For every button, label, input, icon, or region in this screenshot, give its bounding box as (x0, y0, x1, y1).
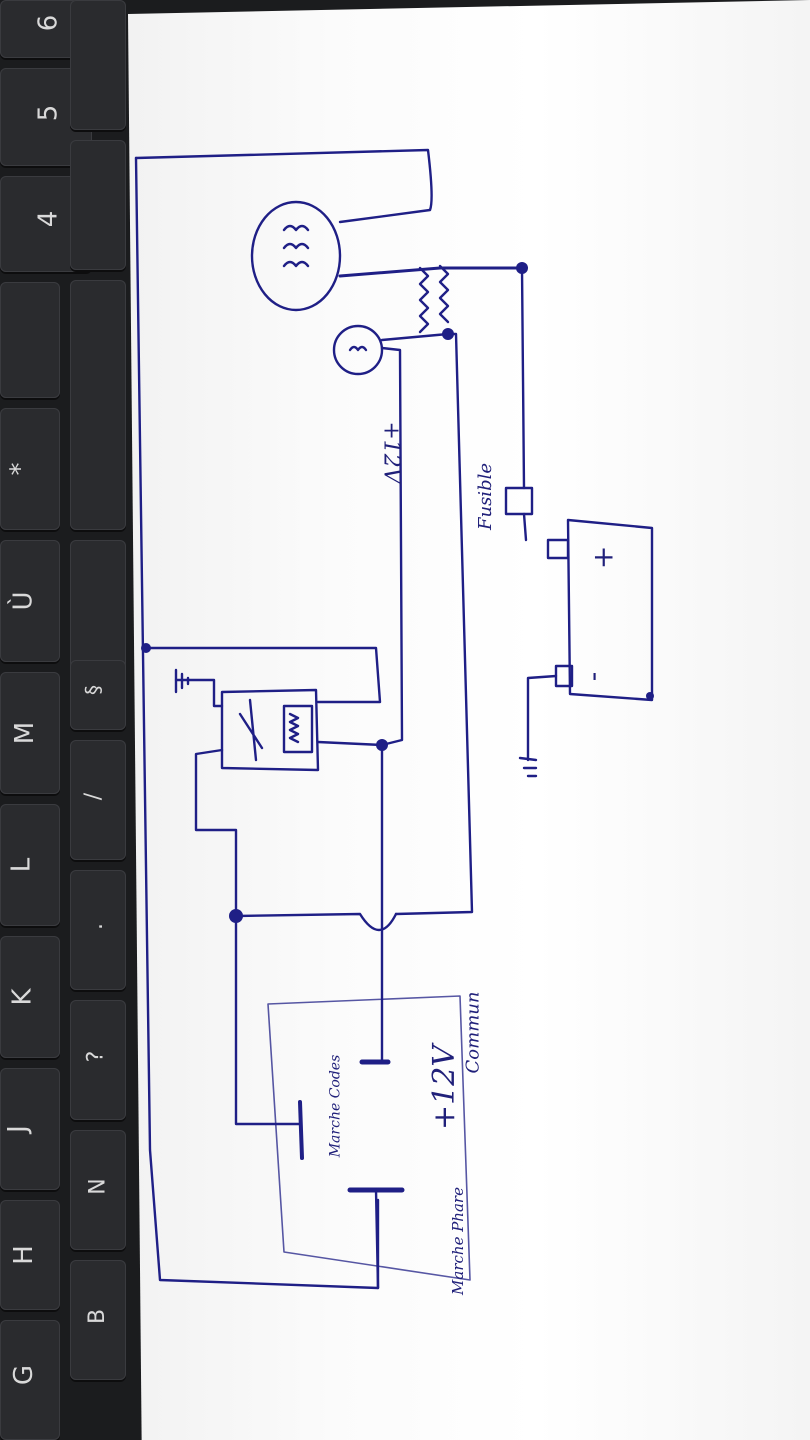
switch-low-wire (234, 914, 302, 1126)
small-bulb (332, 324, 384, 376)
label-fuse: Fusible (475, 462, 497, 531)
key-section: § (70, 660, 126, 730)
battery-body (566, 518, 654, 702)
key-n: N (70, 1130, 126, 1250)
relay-feed-wire (144, 646, 382, 704)
key-row2-c (70, 280, 126, 530)
relay-outer (220, 688, 320, 772)
label-battery-minus: - (580, 671, 614, 682)
label-switch-plus: +12V (426, 1045, 462, 1130)
headlamp-lead (338, 266, 524, 278)
key-h: H (0, 1200, 60, 1310)
node-wire-a (380, 332, 474, 916)
relay-ground-symbol (174, 668, 190, 694)
key-star: * (0, 408, 60, 530)
ground-symbol (518, 756, 538, 778)
key-slash: / (70, 740, 126, 860)
switch-box (267, 995, 471, 1281)
fuse-icon (504, 486, 534, 516)
fuse-wire (520, 266, 526, 490)
small-bulb-lead (380, 346, 404, 747)
key-u-grave: Ù (0, 540, 60, 662)
junction-wire (234, 912, 398, 932)
relay-switch (238, 698, 264, 762)
relay-coil (282, 704, 314, 754)
coil-spring (418, 264, 450, 334)
fuse-to-battery (522, 512, 528, 542)
key-row2-b (70, 140, 126, 270)
key-dot: . (70, 870, 126, 990)
small-bulb-filament (348, 345, 368, 352)
relay-coil-zigzag (288, 712, 300, 744)
relay-ground-wire (174, 678, 224, 708)
key-l: L (0, 804, 60, 926)
headlamp-filament (282, 224, 310, 268)
label-switch-common: Commun (462, 991, 484, 1074)
relay-coil-wire (316, 740, 384, 1062)
outer-loop-wire (134, 148, 433, 224)
label-switch-low: Marche Codes (327, 1054, 344, 1158)
key-b: B (70, 1260, 126, 1380)
label-battery-plus: + (592, 540, 616, 573)
label-supply-top: +12V (378, 421, 404, 484)
key-k: K (0, 936, 60, 1058)
paper-sheet (128, 0, 810, 1440)
ground-wire (526, 674, 558, 762)
battery-plus-terminal (546, 538, 570, 560)
label-switch-high: Marche Phare (448, 1187, 467, 1295)
key-row2-top (70, 0, 126, 130)
key-question: ? (70, 1000, 126, 1120)
junction-dots (141, 262, 654, 923)
switch-high-wire (374, 1188, 380, 1290)
key-g: G (0, 1320, 60, 1440)
key-j: J (0, 1068, 60, 1190)
key-m: M (0, 672, 60, 794)
switch-contact-low (298, 1100, 304, 1160)
relay-out-wire (194, 748, 238, 918)
key-blank (0, 282, 60, 398)
headlamp-bulb (250, 200, 342, 312)
